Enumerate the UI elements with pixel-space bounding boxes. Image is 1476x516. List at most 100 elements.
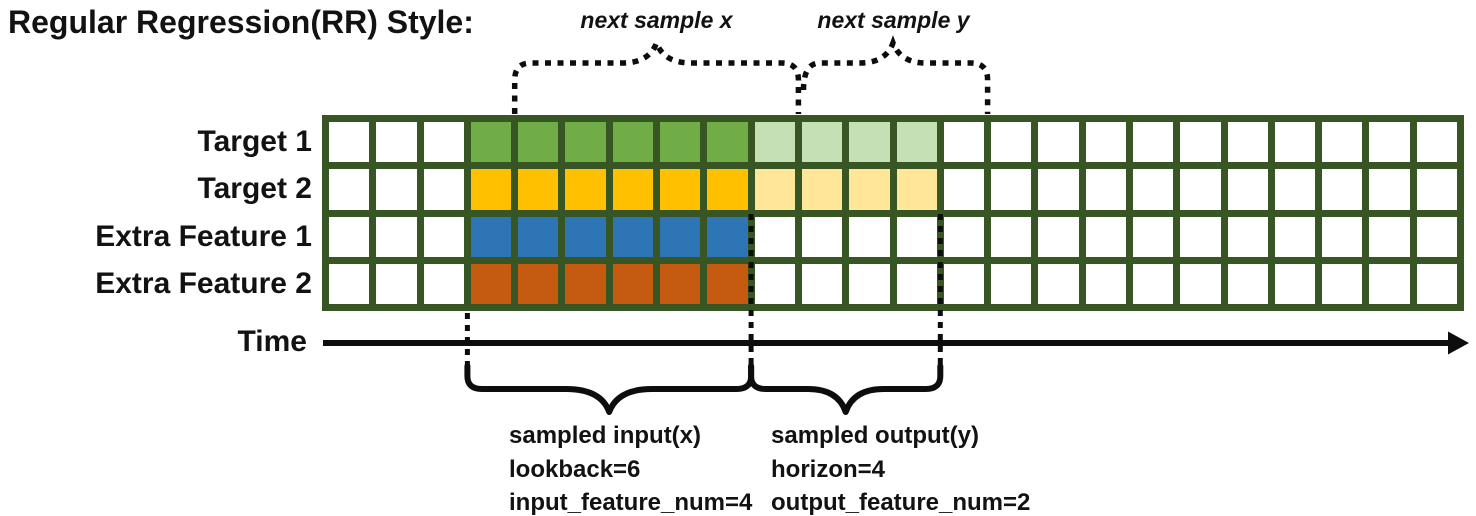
grid-cell bbox=[707, 169, 748, 210]
grid-cell bbox=[1322, 122, 1363, 163]
grid-cell bbox=[943, 216, 985, 257]
diagram-title: Regular Regression(RR) Style: bbox=[8, 4, 474, 40]
grid-cell bbox=[801, 263, 843, 304]
grid-cell bbox=[1416, 122, 1457, 163]
grid-cell bbox=[896, 169, 937, 210]
grid-cell bbox=[801, 216, 843, 257]
sample-grid bbox=[322, 115, 1464, 311]
grid-cell bbox=[565, 122, 606, 163]
grid-cell bbox=[1180, 216, 1221, 257]
grid-cell bbox=[660, 216, 701, 257]
grid-cell bbox=[1132, 169, 1174, 210]
grid-cell bbox=[754, 169, 795, 210]
grid-cell bbox=[1180, 169, 1221, 210]
grid-cell bbox=[1416, 216, 1457, 257]
grid-cell bbox=[943, 122, 985, 163]
grid-cell bbox=[1274, 263, 1316, 304]
grid-cell bbox=[470, 263, 512, 304]
grid-cell bbox=[660, 122, 701, 163]
time-axis-label: Time bbox=[237, 325, 307, 358]
grid-cell bbox=[660, 169, 701, 210]
sampled-input-annotation: sampled input(x) lookback=6 input_featur… bbox=[509, 419, 752, 516]
grid-cell bbox=[754, 122, 795, 163]
grid-cell bbox=[660, 263, 701, 304]
annotation-line: lookback=6 bbox=[509, 455, 641, 483]
grid-cell bbox=[1369, 216, 1410, 257]
grid-cell bbox=[329, 263, 370, 304]
grid-cell bbox=[943, 169, 985, 210]
grid-cell bbox=[329, 122, 370, 163]
next-sample-x-label: next sample x bbox=[580, 7, 733, 33]
grid-cell bbox=[423, 169, 464, 210]
grid-cell bbox=[1132, 122, 1174, 163]
grid-cell bbox=[896, 263, 937, 304]
grid-cell bbox=[1085, 122, 1126, 163]
grid-cell bbox=[1369, 263, 1410, 304]
annotation-line: sampled input(x) bbox=[509, 422, 702, 449]
grid-cell bbox=[1132, 263, 1174, 304]
grid-cell bbox=[849, 263, 890, 304]
grid-cell bbox=[1322, 263, 1363, 304]
grid-cell bbox=[707, 122, 748, 163]
grid-cell bbox=[1416, 169, 1457, 210]
next-sample-y-brace bbox=[800, 35, 991, 114]
grid-cell bbox=[518, 169, 559, 210]
grid-cell bbox=[707, 216, 748, 257]
grid-cell bbox=[1274, 122, 1316, 163]
grid-cell bbox=[1038, 122, 1079, 163]
sampled-output-annotation: sampled output(y) horizon=4 output_featu… bbox=[771, 419, 1030, 516]
annotation-line: sampled output(y) bbox=[771, 422, 979, 449]
grid-cell bbox=[991, 263, 1032, 304]
grid-cell bbox=[518, 122, 559, 163]
grid-cell bbox=[1085, 263, 1126, 304]
grid-cell bbox=[1038, 169, 1079, 210]
grid-cell bbox=[423, 122, 464, 163]
grid-cell bbox=[612, 169, 654, 210]
time-arrow-head bbox=[1448, 331, 1469, 355]
grid-cell bbox=[754, 216, 795, 257]
grid-cell bbox=[991, 216, 1032, 257]
grid-cell bbox=[1227, 216, 1268, 257]
grid-cell bbox=[1369, 169, 1410, 210]
grid-cell bbox=[376, 216, 417, 257]
grid-cell bbox=[376, 169, 417, 210]
grid-cell bbox=[1132, 216, 1174, 257]
grid-cell bbox=[423, 263, 464, 304]
row-label: Extra Feature 2 bbox=[95, 266, 312, 300]
grid-cell bbox=[1322, 216, 1363, 257]
grid-cell bbox=[1180, 122, 1221, 163]
grid-cell bbox=[849, 122, 890, 163]
grid-cell bbox=[896, 122, 937, 163]
grid-cell bbox=[612, 216, 654, 257]
grid-cell bbox=[1227, 263, 1268, 304]
grid-cell bbox=[1416, 263, 1457, 304]
grid-cell bbox=[1085, 169, 1126, 210]
grid-cell bbox=[801, 169, 843, 210]
grid-cell bbox=[943, 263, 985, 304]
grid-cell bbox=[518, 216, 559, 257]
next-sample-x-brace bbox=[511, 35, 802, 114]
grid-cell bbox=[376, 263, 417, 304]
grid-cell bbox=[470, 216, 512, 257]
grid-cell bbox=[1322, 169, 1363, 210]
grid-cell bbox=[518, 263, 559, 304]
annotation-line: input_feature_num=4 bbox=[509, 489, 753, 516]
grid-cell bbox=[849, 169, 890, 210]
grid-cell bbox=[1274, 169, 1316, 210]
grid-cell bbox=[991, 169, 1032, 210]
grid-cell bbox=[612, 122, 654, 163]
grid-cell bbox=[849, 216, 890, 257]
annotation-line: output_feature_num=2 bbox=[771, 489, 1031, 516]
sampled-output-brace bbox=[748, 363, 944, 415]
grid-cell bbox=[754, 263, 795, 304]
grid-cell bbox=[565, 216, 606, 257]
grid-cell bbox=[1227, 122, 1268, 163]
grid-cell bbox=[1085, 216, 1126, 257]
grid-cell bbox=[1180, 263, 1221, 304]
grid-cell bbox=[896, 216, 937, 257]
grid-cell bbox=[565, 263, 606, 304]
grid-cell bbox=[1274, 216, 1316, 257]
grid-cell bbox=[470, 169, 512, 210]
